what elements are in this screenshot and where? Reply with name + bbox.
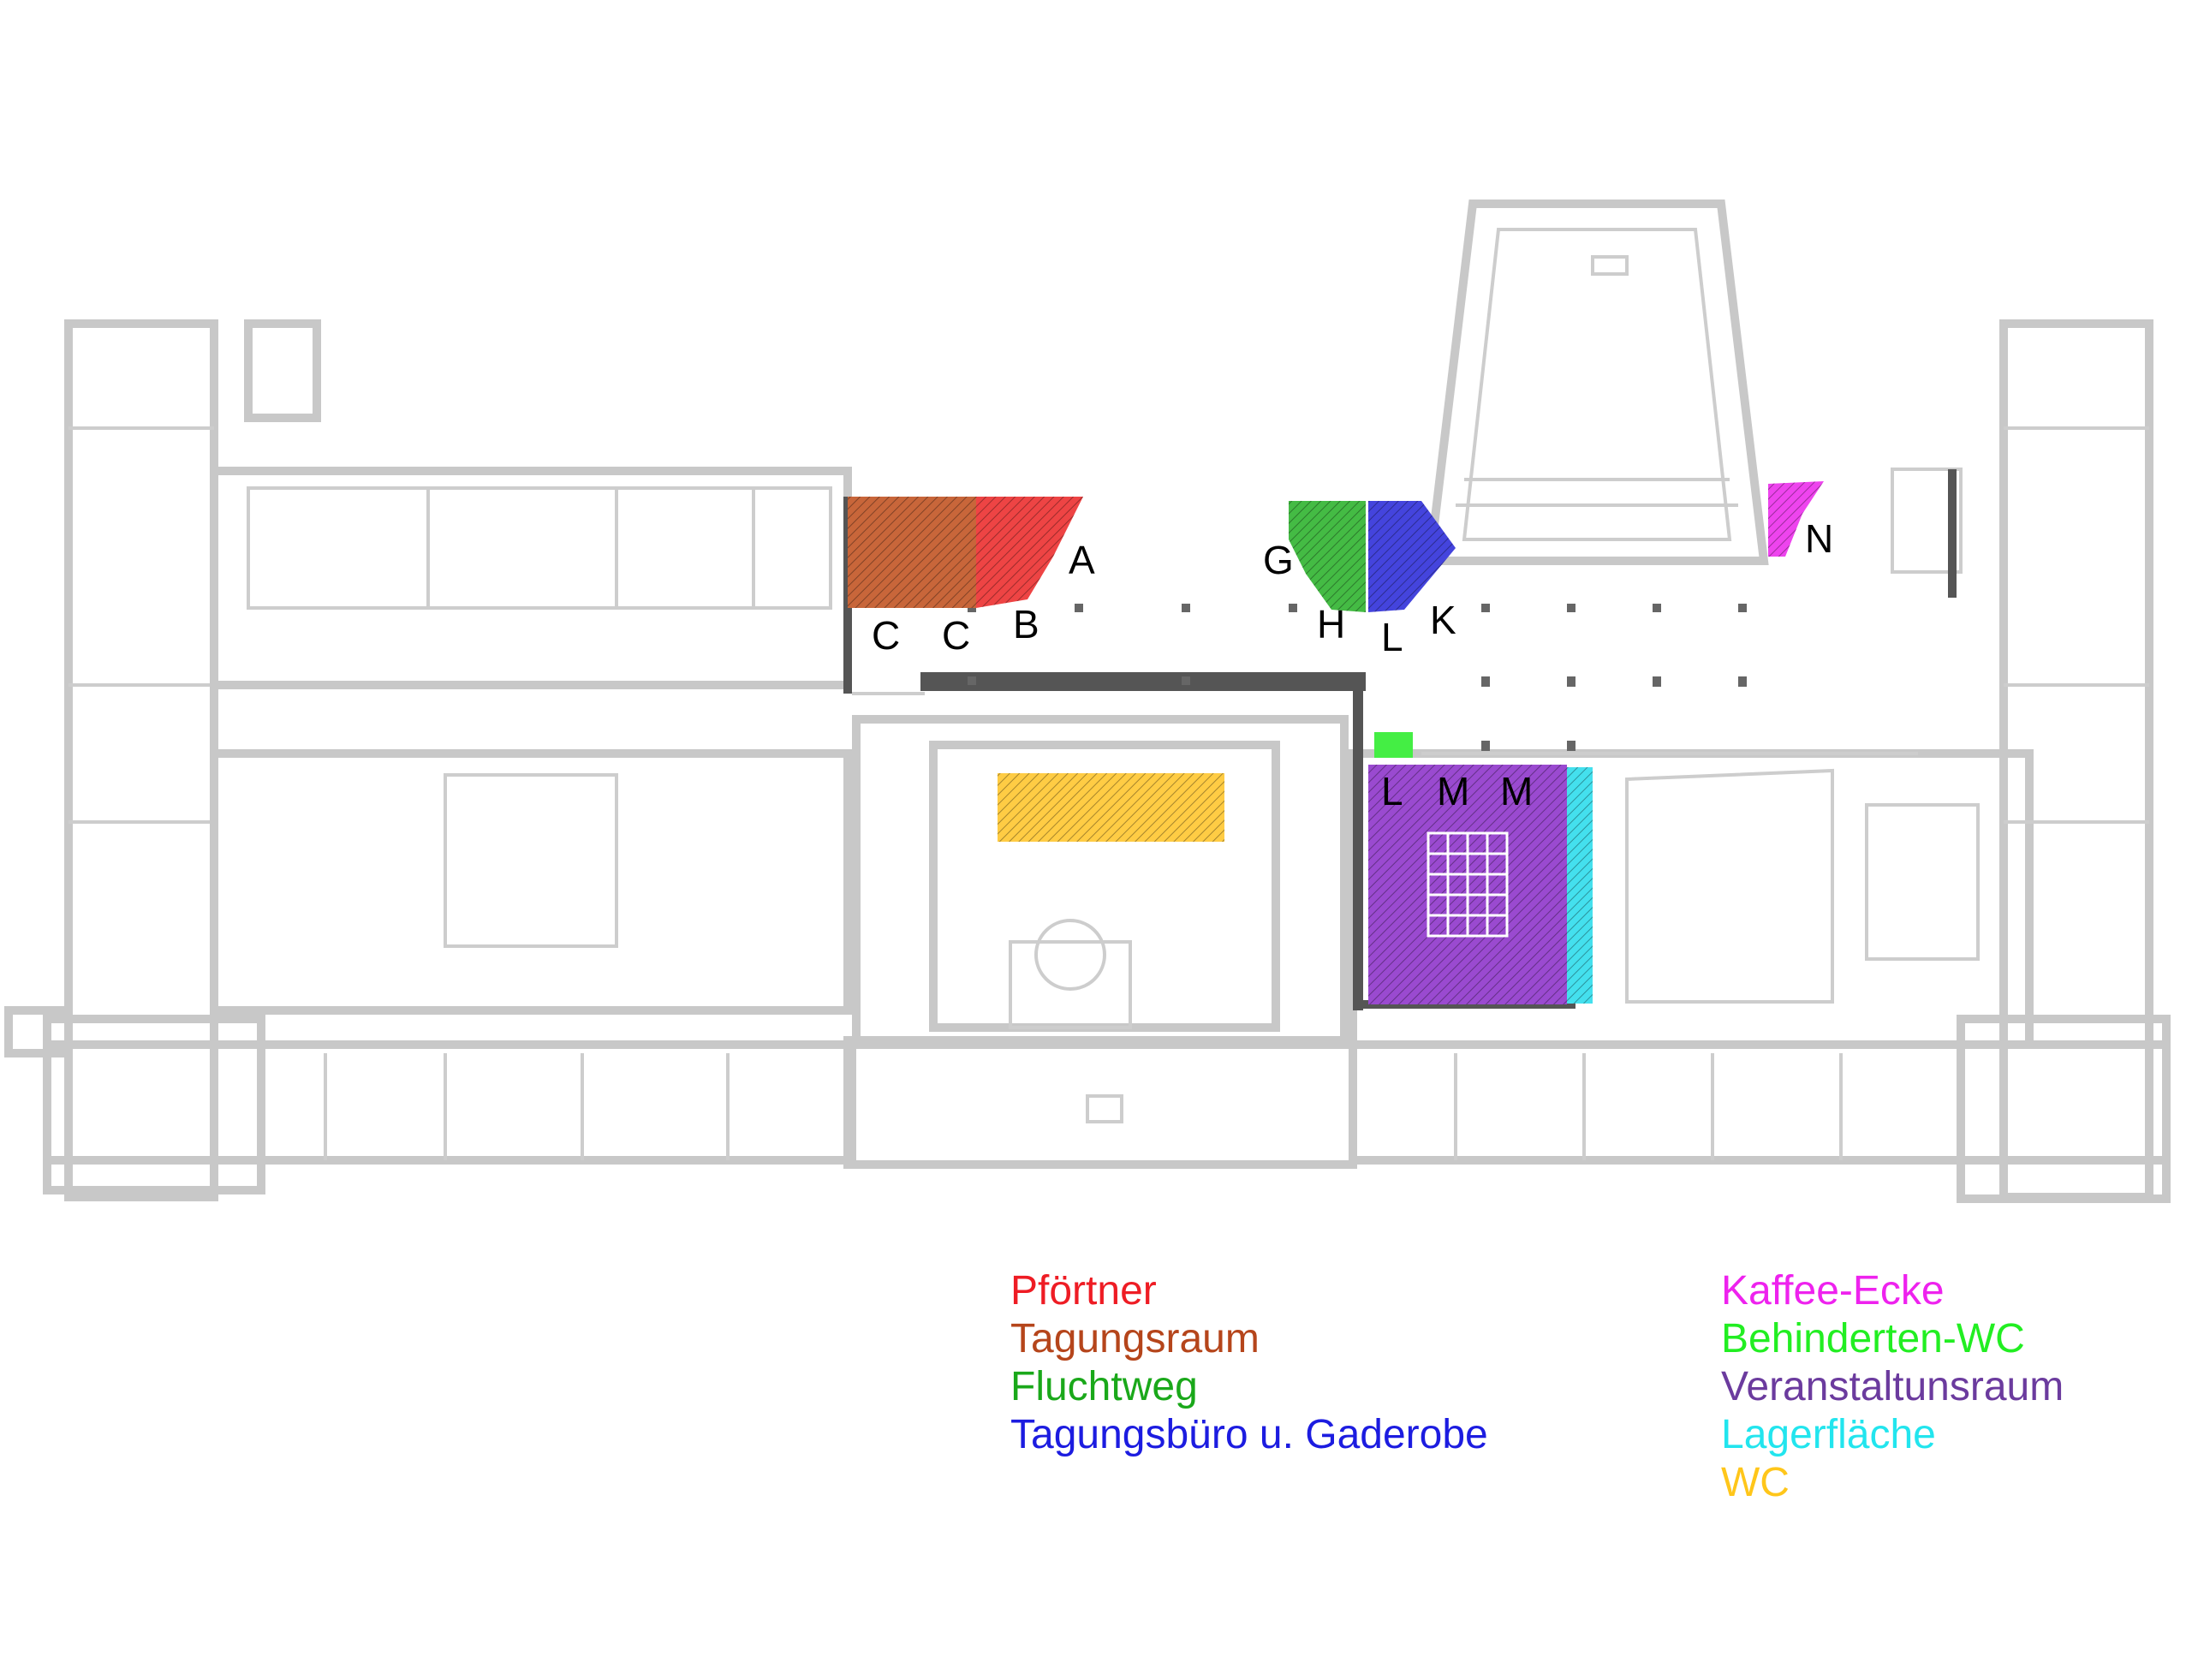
legend-item-kaffee: Kaffee-Ecke bbox=[1721, 1268, 1945, 1314]
label-g: G bbox=[1263, 538, 1294, 582]
legend-item-pfoertner: Pförtner bbox=[1010, 1268, 1157, 1314]
label-a: A bbox=[1069, 538, 1095, 582]
label-m-2: M bbox=[1500, 769, 1533, 813]
label-h: H bbox=[1317, 602, 1345, 646]
label-l-1: L bbox=[1381, 615, 1403, 659]
label-k: K bbox=[1430, 598, 1456, 642]
legend-left: Pförtner Tagungsraum Fluchtweg Tagungsbü… bbox=[1010, 1267, 1488, 1459]
legend-item-tagungsraum: Tagungsraum bbox=[1010, 1316, 1260, 1361]
seating-grid bbox=[1427, 831, 1509, 938]
label-c-1: C bbox=[872, 613, 900, 658]
zone-hatching bbox=[848, 481, 1824, 1004]
room-labels: A B C C G H L K N L M M bbox=[872, 516, 1833, 813]
legend-item-wc: WC bbox=[1721, 1460, 1790, 1505]
legend-item-behinderten-wc: Behinderten-WC bbox=[1721, 1316, 2025, 1361]
zone-behinderten-wc bbox=[1374, 732, 1413, 758]
label-c-2: C bbox=[942, 613, 970, 658]
label-n: N bbox=[1805, 516, 1833, 561]
legend-item-veranstaltung: Veranstaltunsraum bbox=[1721, 1364, 2064, 1409]
label-l-2: L bbox=[1381, 769, 1403, 813]
label-b: B bbox=[1013, 602, 1039, 646]
legend-item-lager: Lagerfläche bbox=[1721, 1412, 1936, 1457]
label-m-1: M bbox=[1437, 769, 1469, 813]
legend-item-tagungsbuero: Tagungsbüro u. Gaderobe bbox=[1010, 1412, 1488, 1457]
building-walls bbox=[4, 200, 2171, 1203]
legend-right: Kaffee-Ecke Behinderten-WC Veranstaltuns… bbox=[1721, 1267, 2064, 1507]
legend-item-fluchtweg: Fluchtweg bbox=[1010, 1364, 1198, 1409]
